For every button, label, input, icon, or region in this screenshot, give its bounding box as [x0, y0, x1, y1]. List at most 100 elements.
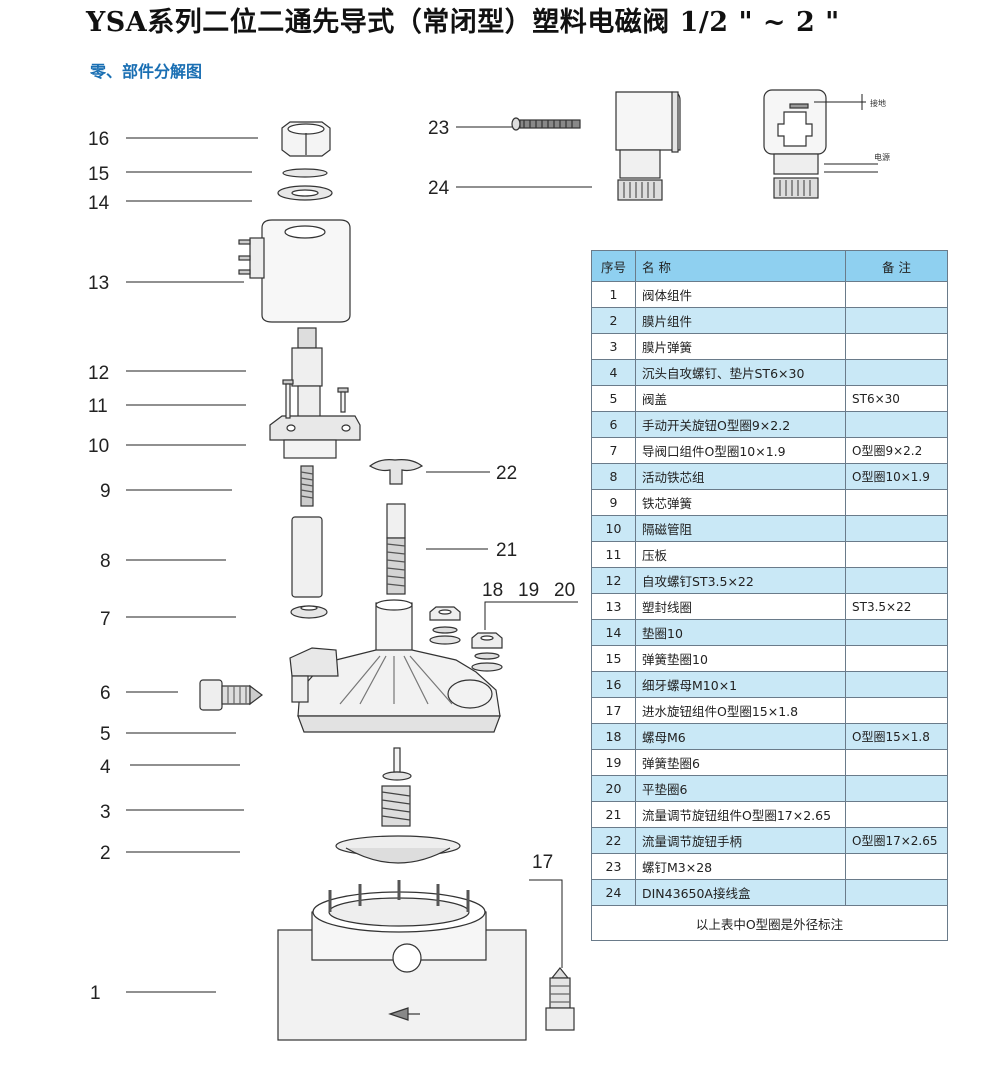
row-name: 弹簧垫圈6 [635, 749, 846, 776]
row-index: 2 [591, 307, 636, 334]
row-name: 流量调节旋钮手柄 [635, 827, 846, 854]
row-name: 自攻螺钉ST3.5×22 [635, 567, 846, 594]
row-name: 沉头自攻螺钉、垫片ST6×30 [635, 359, 846, 386]
part-nut-m10 [281, 121, 331, 157]
callout-14: 14 [88, 193, 110, 214]
callout-3: 3 [100, 802, 111, 823]
part-screw-m3 [511, 117, 581, 131]
row-name: 压板 [635, 541, 846, 568]
table-footer-note: 以上表中O型圈是外径标注 [591, 905, 948, 941]
row-name: 活动铁芯组 [635, 463, 846, 490]
row-index: 9 [591, 489, 636, 516]
row-name: DIN43650A接线盒 [635, 879, 846, 906]
row-index: 3 [591, 333, 636, 360]
row-note [845, 333, 948, 360]
part-manual-knob [199, 679, 263, 711]
row-index: 14 [591, 619, 636, 646]
row-note [845, 359, 948, 386]
part-flow-stem [386, 503, 406, 595]
callout-4: 4 [100, 757, 111, 778]
row-note [845, 801, 948, 828]
row-note [845, 853, 948, 880]
callout-22: 22 [496, 463, 517, 484]
callout-12: 12 [88, 363, 109, 384]
row-note [845, 515, 948, 542]
row-name: 进水旋钮组件O型圈15×1.8 [635, 697, 846, 724]
callout-19: 19 [518, 580, 539, 601]
row-note [845, 489, 948, 516]
row-index: 5 [591, 385, 636, 412]
row-note [845, 775, 948, 802]
callout-17: 17 [532, 852, 553, 873]
row-name: 细牙螺母M10×1 [635, 671, 846, 698]
row-name: 流量调节旋钮组件O型圈17×2.65 [635, 801, 846, 828]
row-note: ST3.5×22 [845, 593, 948, 620]
row-index: 21 [591, 801, 636, 828]
row-note [845, 879, 948, 906]
row-name: 膜片弹簧 [635, 333, 846, 360]
row-index: 24 [591, 879, 636, 906]
row-note: O型圈17×2.65 [845, 827, 948, 854]
row-name: 隔磁管阻 [635, 515, 846, 542]
row-name: 导阀口组件O型圈10×1.9 [635, 437, 846, 464]
page-title: YSA系列二位二通先导式（常闭型）塑料电磁阀 1/2 " ~ 2 " [86, 7, 840, 38]
part-flow-knob-handle [368, 459, 424, 485]
row-index: 7 [591, 437, 636, 464]
row-index: 20 [591, 775, 636, 802]
part-din-connector-side [615, 91, 681, 201]
part-tapping-screw [382, 747, 412, 781]
part-valve-bonnet [289, 599, 501, 733]
callout-1: 1 [90, 983, 101, 1004]
row-index: 8 [591, 463, 636, 490]
row-index: 15 [591, 645, 636, 672]
header-name: 名 称 [635, 250, 846, 282]
callout-2: 2 [100, 843, 111, 864]
callout-11: 11 [88, 396, 108, 417]
part-nut-m6-right [471, 632, 503, 672]
callout-15: 15 [88, 164, 109, 185]
row-name: 塑封线圈 [635, 593, 846, 620]
row-index: 6 [591, 411, 636, 438]
table-header-row: 序号 名 称 备 注 [591, 250, 948, 282]
row-name: 垫圈10 [635, 619, 846, 646]
row-note [845, 307, 948, 334]
row-note [845, 645, 948, 672]
row-index: 23 [591, 853, 636, 880]
row-index: 4 [591, 359, 636, 386]
row-index: 11 [591, 541, 636, 568]
power-label: 电源 [874, 152, 890, 162]
row-index: 13 [591, 593, 636, 620]
part-spring-washer [282, 168, 328, 178]
part-washer [277, 185, 333, 201]
row-name: 铁芯弹簧 [635, 489, 846, 516]
row-note [845, 749, 948, 776]
ground-label: 接地 [870, 98, 886, 108]
row-note [845, 541, 948, 568]
section-subtitle: 零、部件分解图 [90, 62, 203, 81]
table-footer-row: 以上表中O型圈是外径标注 [591, 905, 948, 941]
row-name: 螺母M6 [635, 723, 846, 750]
part-diaphragm [335, 835, 461, 864]
callout-20: 20 [554, 580, 575, 601]
part-plunger [291, 516, 323, 598]
row-note [845, 411, 948, 438]
part-din-connector-front [763, 89, 827, 199]
